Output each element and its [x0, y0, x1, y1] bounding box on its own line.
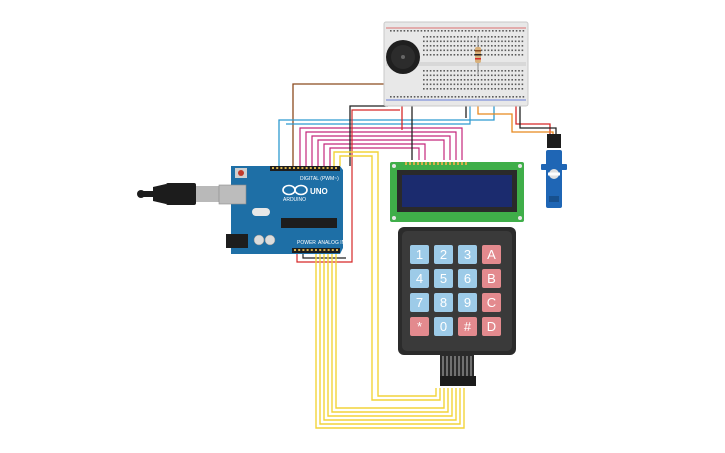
wire-yellow-4[interactable] — [327, 252, 453, 417]
keypad-key-4[interactable]: 4 — [410, 269, 429, 288]
wire-cyan-1[interactable] — [278, 104, 495, 166]
keypad-key-7[interactable]: 7 — [410, 293, 429, 312]
wire-magenta-5[interactable] — [323, 143, 426, 166]
keypad-key-9[interactable]: 9 — [458, 293, 477, 312]
wire-servo-black[interactable] — [519, 104, 557, 136]
analog-label: ANALOG IN — [318, 240, 346, 246]
keypad-keys: 1 2 3 A 4 5 6 B 7 8 9 C * 0 # D — [410, 245, 501, 336]
keypad-key-label: 5 — [440, 271, 447, 286]
keypad-key-label: 2 — [440, 247, 447, 262]
keypad-key-label: # — [464, 319, 472, 334]
keypad-key-label: 3 — [464, 247, 471, 262]
arduino-model-text: UNO — [310, 187, 328, 196]
keypad-key-8[interactable]: 8 — [434, 293, 453, 312]
buzzer-icon[interactable] — [386, 40, 420, 74]
keypad-key-A[interactable]: A — [482, 245, 501, 264]
wire-servo-orange[interactable] — [477, 104, 554, 136]
usb-cable-icon[interactable] — [137, 183, 219, 205]
keypad-key-0[interactable]: 0 — [434, 317, 453, 336]
wire-magenta-3[interactable] — [311, 135, 451, 166]
wire-yellow-1[interactable] — [315, 252, 465, 429]
keypad-key-label: 4 — [416, 271, 423, 286]
wire-yellow-3[interactable] — [323, 252, 457, 421]
breadboard-holes — [390, 30, 525, 98]
keypad-key-2[interactable]: 2 — [434, 245, 453, 264]
wire-magenta-1[interactable] — [299, 127, 463, 166]
wire-magenta-2[interactable] — [305, 131, 457, 166]
servo-icon[interactable] — [541, 134, 567, 208]
arduino-uno[interactable]: DIGITAL (PWM~) UNO ARDUINO POWER ANALOG … — [218, 166, 346, 254]
wire-red-2[interactable] — [296, 109, 400, 263]
wires — [278, 83, 557, 429]
arduino-logo-text: ARDUINO — [283, 197, 306, 203]
keypad[interactable]: 1 2 3 A 4 5 6 B 7 8 9 C * 0 # D — [398, 227, 516, 386]
keypad-key-label: 7 — [416, 295, 423, 310]
wire-yellow-2[interactable] — [319, 252, 461, 425]
wire-cyan-2[interactable] — [286, 104, 471, 125]
keypad-key-label: D — [487, 319, 496, 334]
keypad-key-label: 6 — [464, 271, 471, 286]
wire-yellow-8[interactable] — [333, 151, 437, 397]
breadboard[interactable] — [383, 21, 529, 107]
keypad-key-label: 0 — [440, 319, 447, 334]
keypad-key-label: * — [417, 319, 422, 334]
wire-black-2[interactable] — [349, 105, 388, 166]
wire-yellow-5[interactable] — [331, 252, 449, 413]
power-label: POWER — [297, 240, 316, 246]
keypad-key-6[interactable]: 6 — [458, 269, 477, 288]
resistor-icon[interactable] — [475, 36, 481, 74]
wire-brown[interactable] — [292, 83, 388, 166]
keypad-key-3[interactable]: 3 — [458, 245, 477, 264]
keypad-key-5[interactable]: 5 — [434, 269, 453, 288]
keypad-key-C[interactable]: C — [482, 293, 501, 312]
keypad-key-label: B — [487, 271, 496, 286]
keypad-key-label: 8 — [440, 295, 447, 310]
wire-servo-red[interactable] — [515, 104, 551, 136]
keypad-key-label: A — [487, 247, 496, 262]
wire-yellow-6[interactable] — [335, 252, 445, 409]
keypad-key-1[interactable]: 1 — [410, 245, 429, 264]
wire-yellow-7[interactable] — [339, 155, 441, 401]
reset-button-icon[interactable] — [238, 170, 244, 176]
keypad-key-label: 9 — [464, 295, 471, 310]
digital-label: DIGITAL (PWM~) — [300, 176, 339, 182]
keypad-key-#[interactable]: # — [458, 317, 477, 336]
wire-magenta-6[interactable] — [329, 147, 420, 166]
keypad-key-D[interactable]: D — [482, 317, 501, 336]
arduino-logo — [282, 184, 308, 196]
keypad-key-*[interactable]: * — [410, 317, 429, 336]
lcd-screen — [402, 175, 512, 207]
wire-magenta-4[interactable] — [317, 139, 445, 166]
keypad-key-label: C — [487, 295, 496, 310]
keypad-key-B[interactable]: B — [482, 269, 501, 288]
lcd-display[interactable] — [390, 162, 524, 222]
keypad-key-label: 1 — [416, 247, 423, 262]
